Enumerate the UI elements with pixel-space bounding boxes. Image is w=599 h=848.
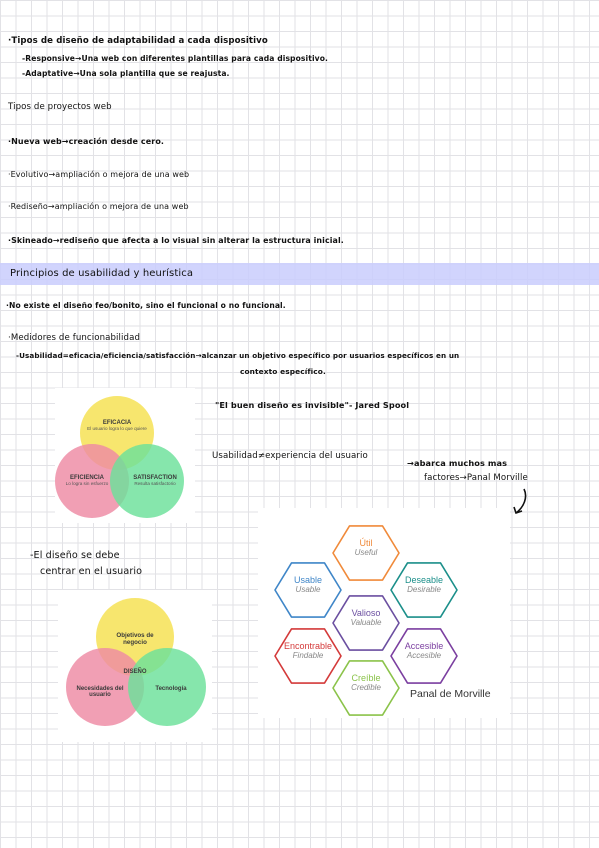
note-new-web: ·Nueva web→creación desde cero. bbox=[8, 137, 165, 146]
hex-useful bbox=[332, 525, 400, 581]
venn-left-title: EFICIENCIA bbox=[69, 475, 104, 481]
note-design-center-cont: centrar en el usuario bbox=[40, 566, 143, 577]
note-usabilidad-def: -Usabilidad=eficacia/eficiencia/satisfac… bbox=[16, 351, 460, 360]
note-usabilidad-def-cont: contexto específico. bbox=[240, 367, 326, 376]
hex-valuable bbox=[332, 595, 400, 651]
note-ux-cont: factores→Panal Morville bbox=[424, 473, 528, 483]
note-adaptability-title: ·Tipos de diseño de adaptabilidad a cada… bbox=[8, 36, 268, 46]
venn-top-sub: El usuario logra lo que quiere bbox=[87, 426, 147, 431]
venn2-left-title: Necesidades del usuario bbox=[76, 686, 124, 698]
note-redesign: ·Rediseño→ampliación o mejora de una web bbox=[8, 202, 189, 211]
venn2-center: DISEÑO bbox=[123, 669, 147, 675]
note-ux: Usabilidad≠experiencia del usuario bbox=[212, 451, 368, 461]
hex-accessible bbox=[390, 628, 458, 684]
hex-findable bbox=[274, 628, 342, 684]
venn-circle-right bbox=[110, 444, 184, 518]
honeycomb-diagram bbox=[274, 525, 458, 716]
hex-usable bbox=[274, 562, 342, 618]
venn2-top-title: Objetivos de negocio bbox=[116, 632, 154, 646]
note-evolutive: ·Evolutivo→ampliación o mejora de una we… bbox=[8, 170, 190, 179]
venn-top-title: EFICACIA bbox=[102, 420, 132, 426]
curved-arrow-icon bbox=[513, 488, 527, 515]
note-medidores: ·Medidores de funcionabilidad bbox=[8, 333, 140, 343]
venn-usability-card: EFICACIA El usuario logra lo que quiere … bbox=[55, 388, 195, 523]
section-highlight bbox=[0, 263, 599, 285]
venn-left-sub: Lo logra sin esfuerzo bbox=[65, 481, 109, 486]
note-adaptative: -Adaptative→Una sola plantilla que se re… bbox=[22, 69, 230, 78]
venn-right-sub: Resulta satisfactorio bbox=[134, 481, 176, 486]
quote-spool: "El buen diseño es invisible"- Jared Spo… bbox=[215, 400, 410, 410]
note-design-center: -El diseño se debe bbox=[30, 550, 120, 561]
note-responsive: -Responsive→Una web con diferentes plant… bbox=[22, 54, 329, 63]
hex-credible bbox=[332, 660, 400, 716]
venn-right-title: SATISFACTION bbox=[133, 475, 177, 481]
venn2-circle-right bbox=[128, 648, 206, 726]
venn2-right-title: Tecnología bbox=[155, 686, 187, 692]
note-skin: ·Skineado→rediseño que afecta a lo visua… bbox=[8, 236, 344, 245]
honeycomb-caption: Panal de Morville bbox=[410, 688, 491, 700]
hex-desirable bbox=[390, 562, 458, 618]
venn-design-card: Objetivos de negocio DISEÑO Necesidades … bbox=[58, 590, 212, 742]
note-no-existe: ·No existe el diseño feo/bonito, sino el… bbox=[6, 301, 286, 310]
section-title: Principios de usabilidad y heurística bbox=[10, 268, 194, 279]
heading-project-types: Tipos de proyectos web bbox=[8, 102, 112, 112]
note-ux-arrow: →abarca muchos mas bbox=[407, 458, 508, 468]
